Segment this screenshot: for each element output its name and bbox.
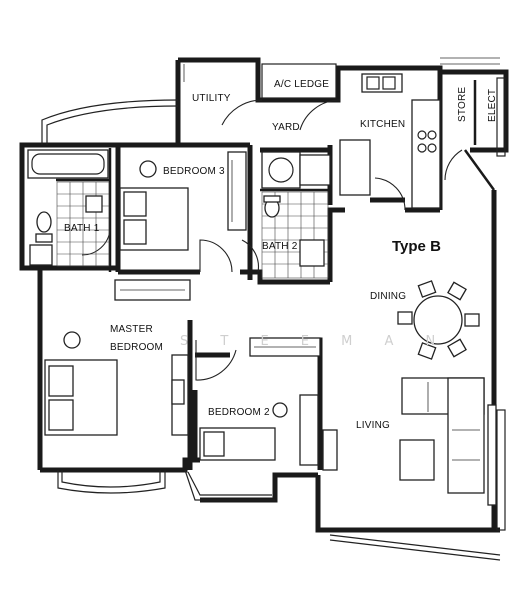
label-living: LIVING xyxy=(356,420,390,431)
bed-bedroom-2 xyxy=(199,427,276,461)
watermark-text: S T E E M A N xyxy=(180,334,449,349)
window-seat-bedroom-2 xyxy=(249,337,321,357)
door-swings xyxy=(81,99,463,381)
wardrobe-bedroom-2 xyxy=(299,394,319,466)
basin-bath-1 xyxy=(29,244,53,266)
label-bath-2: BATH 2 xyxy=(262,241,298,252)
label-master-line-1: MASTER xyxy=(110,324,153,335)
label-dining: DINING xyxy=(370,291,406,302)
shower-bath-2 xyxy=(261,151,301,189)
label-utility: UTILITY xyxy=(192,93,231,104)
label-yard: YARD xyxy=(272,122,300,133)
tv-console xyxy=(322,429,338,471)
label-elect: ELECT xyxy=(487,89,498,122)
tv-master xyxy=(171,379,185,405)
window-seat-master xyxy=(114,279,191,301)
wardrobe-bedroom-3 xyxy=(227,151,247,231)
lamp-bedroom-3 xyxy=(139,160,157,178)
label-bath-1: BATH 1 xyxy=(64,223,100,234)
bed-master xyxy=(44,359,118,436)
kitchen-counter xyxy=(299,73,441,209)
toilet-bath-2 xyxy=(263,195,281,218)
label-bedroom-2: BEDROOM 2 xyxy=(208,407,270,418)
label-store: STORE xyxy=(457,87,468,122)
coffee-table xyxy=(399,439,435,481)
dining-table xyxy=(397,280,480,360)
ac-ledge-box xyxy=(261,63,337,99)
sofa xyxy=(401,377,485,494)
toilet-bath-1 xyxy=(35,211,53,243)
label-master-line-2: BEDROOM xyxy=(110,342,163,353)
bed-bedroom-3 xyxy=(119,187,189,251)
vanity-bath-1 xyxy=(85,195,103,213)
bay-windows xyxy=(41,57,506,561)
bathtub xyxy=(27,149,109,179)
label-bedroom-3: BEDROOM 3 xyxy=(163,166,225,177)
label-plan-type: Type B xyxy=(392,238,441,255)
lamp-bedroom-2 xyxy=(272,402,288,418)
lamp-master xyxy=(63,331,81,349)
living-window xyxy=(487,404,497,506)
basin-bath-2 xyxy=(299,239,325,267)
label-kitchen: KITCHEN xyxy=(360,119,405,130)
label-ac-ledge: A/C LEDGE xyxy=(274,79,329,90)
